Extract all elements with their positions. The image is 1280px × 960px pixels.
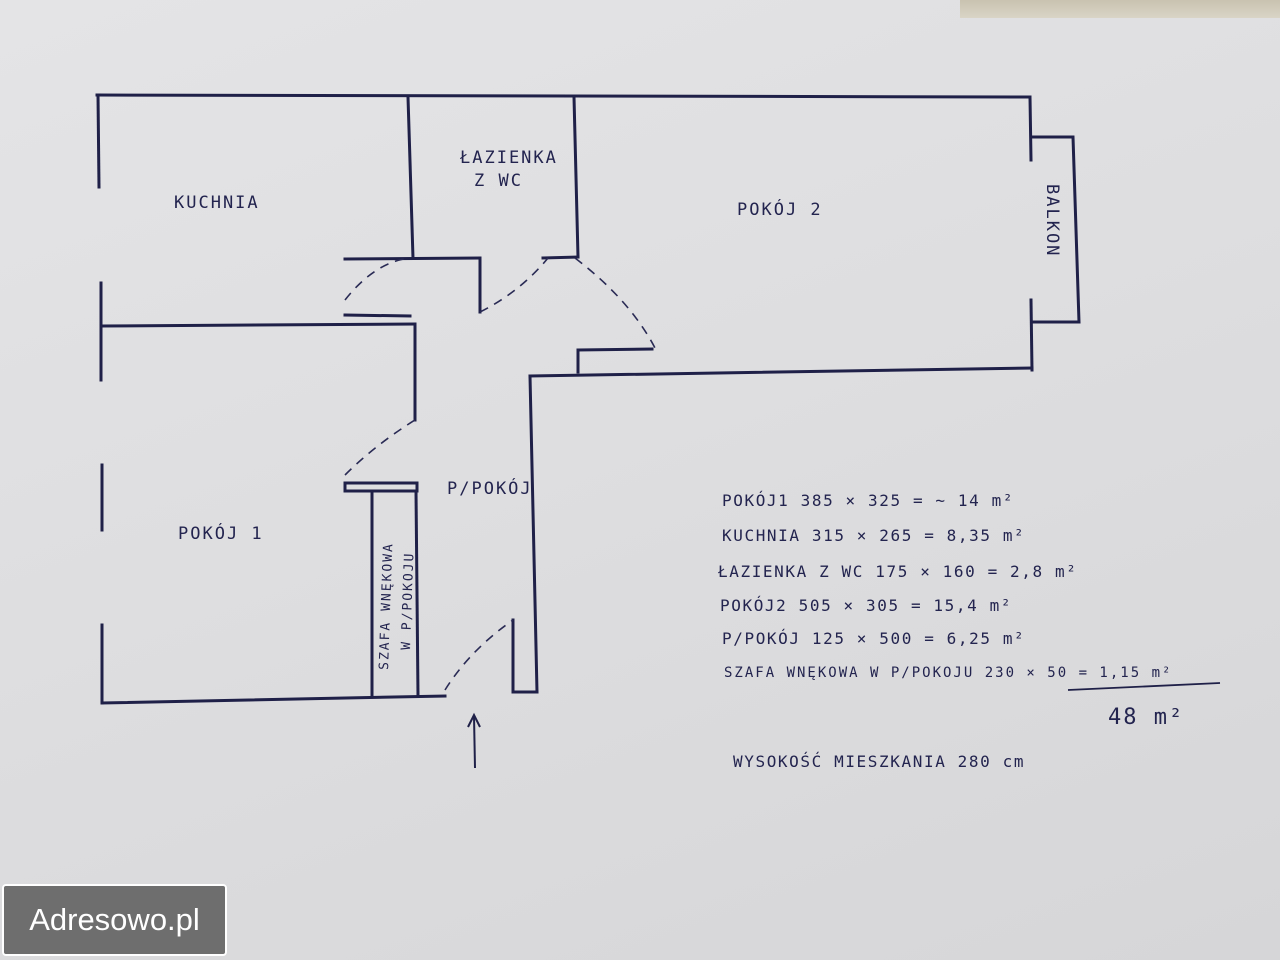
door-swing-pokoj1	[344, 419, 416, 476]
wardrobe-right	[414, 489, 420, 698]
label-kuchnia: KUCHNIA	[174, 193, 260, 213]
label-lazienka: ŁAZIENKA	[459, 148, 558, 168]
label-przedpokoj: P/POKÓJ	[447, 477, 533, 499]
sum-line	[1067, 682, 1221, 691]
area-lazienka: ŁAZIENKA Z WC 175 × 160 = 2,8 m²	[717, 562, 1077, 581]
wardrobe-top	[343, 481, 419, 493]
wall-left-1	[96, 93, 101, 189]
area-pokoj1: POKÓJ1 385 × 325 = ~ 14 m²	[722, 491, 1014, 510]
wall-pokoj2-door-jamb	[576, 347, 654, 352]
door-swing-pokoj2	[574, 257, 656, 349]
wall-top	[95, 93, 1032, 99]
area-kuchnia: KUCHNIA 315 × 265 = 8,35 m²	[722, 526, 1025, 545]
wall-lazienka-pokoj2	[572, 95, 580, 259]
door-swings	[344, 257, 656, 691]
background-fabric	[960, 0, 1280, 18]
height-note: WYSOKOŚĆ MIESZKANIA 280 cm	[733, 752, 1025, 771]
label-pokoj1: POKÓJ 1	[178, 522, 264, 544]
entrance-arrow-icon	[467, 712, 481, 769]
label-szafa: SZAFA WNĘKOWA	[377, 542, 396, 670]
wall-right-1	[1028, 95, 1033, 162]
label-szafa-location: W P/POKOJU	[399, 551, 417, 650]
wall-right-2	[1029, 298, 1034, 372]
area-pokoj2: POKÓJ2 505 × 305 = 15,4 m²	[720, 596, 1012, 615]
label-balkon: BALKON	[1042, 184, 1062, 257]
label-pokoj2: POKÓJ 2	[737, 198, 823, 220]
wall-kuchnia-pokoj1	[99, 322, 417, 328]
area-list: POKÓJ1 385 × 325 = ~ 14 m² KUCHNIA 315 ×…	[717, 491, 1172, 681]
wall-kuchnia-jamb	[343, 313, 412, 318]
wall-hall-right	[528, 374, 539, 694]
total-area: 48 m²	[1108, 705, 1184, 730]
watermark-badge: Adresowo.pl	[2, 884, 227, 956]
watermark-text: Adresowo.pl	[29, 902, 200, 937]
wall-bottom-pokoj2	[528, 366, 1034, 378]
area-szafa: SZAFA WNĘKOWA W P/POKOJU 230 × 50 = 1,15…	[724, 665, 1172, 681]
label-lazienka-wc: Z WC	[474, 171, 523, 191]
door-swing-kuchnia	[344, 257, 411, 301]
wall-lazienka-bottom-right	[541, 255, 580, 260]
door-swing-entrance	[444, 619, 514, 691]
area-przedpokoj: P/POKÓJ 125 × 500 = 6,25 m²	[722, 629, 1025, 648]
wall-bottom-pokoj1	[100, 694, 447, 705]
wall-kuchnia-lazienka	[406, 95, 415, 260]
balcony-outline	[1029, 135, 1081, 324]
door-swing-lazienka	[479, 257, 549, 313]
wall-lazienka-bottom-left	[343, 256, 482, 261]
walls	[95, 93, 1081, 705]
